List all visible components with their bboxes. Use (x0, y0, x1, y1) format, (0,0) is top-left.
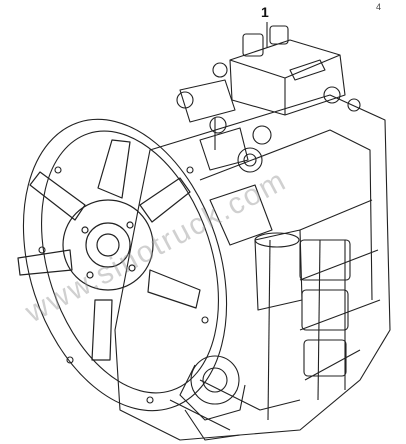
solenoid-valves (176, 79, 272, 173)
drive-plate (17, 139, 201, 361)
output-flange (179, 355, 246, 441)
gearbox-housing (114, 94, 391, 441)
control-valve-block (212, 25, 361, 116)
flywheel-housing (22, 118, 228, 412)
filter-housing (209, 184, 303, 311)
corner-mark: 4 (376, 2, 382, 12)
callout-number: 1 (261, 4, 269, 20)
